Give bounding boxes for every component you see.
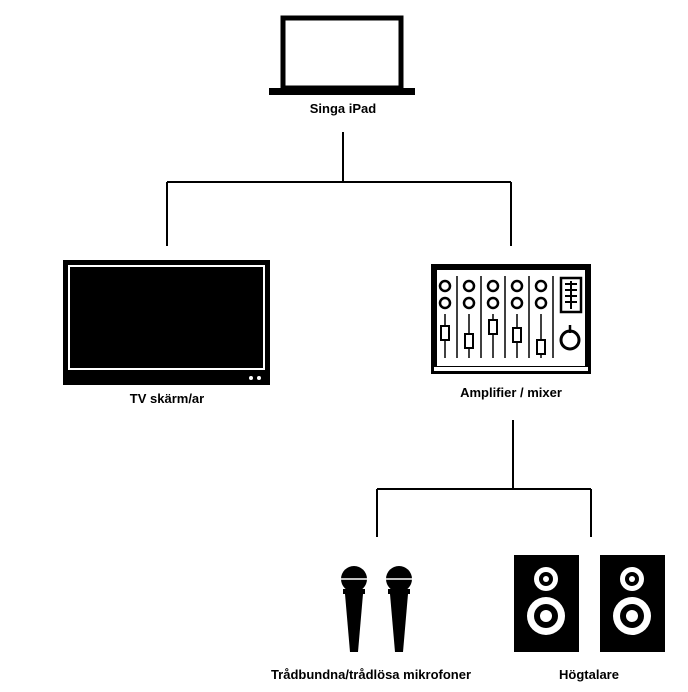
amplifier-label: Amplifier / mixer [460,385,562,400]
speakers-label: Högtalare [559,667,619,682]
microphones-label: Trådbundna/trådlösa mikrofoner [270,667,472,682]
microphone-icon-right [386,566,412,652]
microphone-icon-left [341,566,367,652]
speaker-icon-right [600,555,665,652]
mixer-icon [431,264,591,374]
microphone-icon [341,566,412,652]
connectors [166,132,592,537]
speaker-icon [514,555,665,652]
tv-icon [63,260,270,385]
display-label: TV skärm/ar [129,391,205,406]
source-label: Singa iPad [309,101,377,116]
speaker-icon-left [514,555,579,652]
laptop-icon [269,15,415,95]
